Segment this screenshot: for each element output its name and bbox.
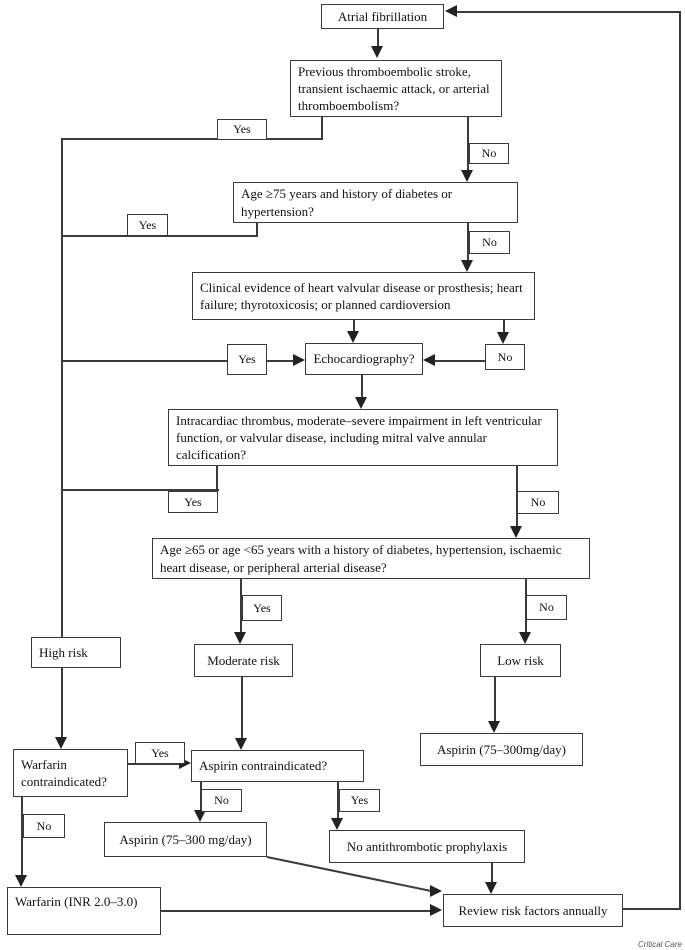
arrowhead-down-icon — [461, 170, 473, 182]
journal-credit: Critical Care — [637, 940, 682, 949]
arrowhead-down-icon — [194, 810, 206, 822]
connector-moderate-aspirincontra — [241, 677, 243, 739]
connector-prev-no — [467, 117, 469, 171]
arrowhead-right-icon — [293, 354, 305, 366]
connector-intra-yes-horizontal — [62, 489, 219, 491]
branch-label-no: No — [201, 789, 242, 812]
arrowhead-left-icon — [423, 354, 435, 366]
connector-clinical-no — [503, 320, 505, 333]
connector-age65-yes — [240, 579, 242, 633]
node-age-75: Age ≥75 years and history of diabetes or… — [233, 182, 518, 223]
connector-echo-yes-horizontal — [62, 360, 227, 362]
connector-echo-intracardiac — [361, 375, 363, 398]
branch-label-no: No — [517, 491, 559, 514]
connector-aspirincontra-yes — [337, 782, 339, 819]
branch-label-yes: Yes — [135, 742, 185, 764]
branch-label-no: No — [526, 595, 567, 620]
connector-start-down — [377, 29, 379, 47]
node-atrial-fibrillation: Atrial fibrillation — [321, 4, 444, 29]
connector-age75-yes-drop — [256, 223, 258, 237]
connector-aspirincontra-no — [200, 782, 202, 811]
branch-label-no: No — [485, 344, 525, 370]
connector-feedback-right — [679, 11, 681, 910]
arrowhead-down-icon — [519, 632, 531, 644]
node-previous-thromboembolic: Previous thromboembolic stroke, transien… — [290, 60, 502, 117]
node-clinical-evidence: Clinical evidence of heart valvular dise… — [192, 272, 535, 320]
connector-intra-no — [516, 466, 518, 527]
arrowhead-down-icon — [488, 721, 500, 733]
connector-age75-no — [467, 223, 469, 260]
arrowhead-down-icon — [234, 632, 246, 644]
connector-low-aspirin — [494, 677, 496, 722]
arrowhead-down-icon — [371, 46, 383, 58]
arrowhead-right-icon — [430, 904, 442, 916]
connector-warfarininr-review — [161, 910, 431, 912]
node-aspirin-moderate-risk: Aspirin (75–300 mg/day) — [104, 822, 267, 857]
node-warfarin-inr: Warfarin (INR 2.0–3.0) — [7, 887, 161, 935]
connector-prev-yes-horizontal — [62, 138, 323, 140]
connector-noanti-review — [491, 863, 493, 883]
arrowhead-down-icon — [331, 818, 343, 830]
arrowhead-down-icon — [485, 882, 497, 894]
connector-left-main — [61, 138, 63, 739]
node-age-65: Age ≥65 or age <65 years with a history … — [152, 538, 590, 579]
connector-warfarin-no — [21, 797, 23, 876]
branch-label-yes: Yes — [227, 344, 267, 375]
arrowhead-down-icon — [15, 875, 27, 887]
connector-age65-no — [525, 579, 527, 633]
node-high-risk: High risk — [31, 637, 121, 668]
branch-label-yes: Yes — [242, 595, 282, 621]
arrowhead-down-icon — [510, 526, 522, 538]
branch-label-yes: Yes — [127, 214, 168, 236]
arrowhead-right-icon — [430, 885, 442, 897]
node-review-annually: Review risk factors annually — [443, 894, 623, 927]
node-echocardiography: Echocardiography? — [305, 343, 423, 375]
arrowhead-down-icon — [355, 397, 367, 409]
node-no-antithrombotic: No antithrombotic prophylaxis — [329, 830, 525, 863]
branch-label-no: No — [469, 231, 510, 254]
branch-label-yes: Yes — [168, 491, 218, 513]
branch-label-yes: Yes — [339, 789, 380, 812]
connector-intra-yes-drop — [216, 466, 218, 491]
node-low-risk: Low risk — [480, 644, 561, 677]
connector-prev-yes-drop — [321, 117, 323, 140]
branch-label-no: No — [469, 143, 509, 164]
connector-yes-echo — [267, 360, 295, 362]
connector-feedback-top — [456, 11, 681, 13]
arrowhead-down-icon — [497, 332, 509, 344]
connector-no-echo — [434, 360, 485, 362]
arrowhead-left-icon — [445, 5, 457, 17]
node-warfarin-contraindicated: Warfarin contraindicated? — [13, 749, 128, 797]
node-aspirin-contraindicated: Aspirin contraindicated? — [191, 750, 364, 782]
connector-review-feedback — [623, 908, 681, 910]
node-moderate-risk: Moderate risk — [194, 644, 293, 677]
arrowhead-down-icon — [235, 738, 247, 750]
branch-label-yes: Yes — [217, 119, 267, 140]
arrowhead-down-icon — [347, 331, 359, 343]
arrowhead-down-icon — [461, 260, 473, 272]
branch-label-no: No — [23, 814, 65, 838]
arrowhead-down-icon — [55, 737, 67, 749]
connector-clinical-echo — [353, 320, 355, 332]
node-aspirin-low-risk: Aspirin (75–300mg/day) — [420, 733, 583, 766]
node-intracardiac-thrombus: Intracardiac thrombus, moderate–severe i… — [168, 409, 558, 466]
